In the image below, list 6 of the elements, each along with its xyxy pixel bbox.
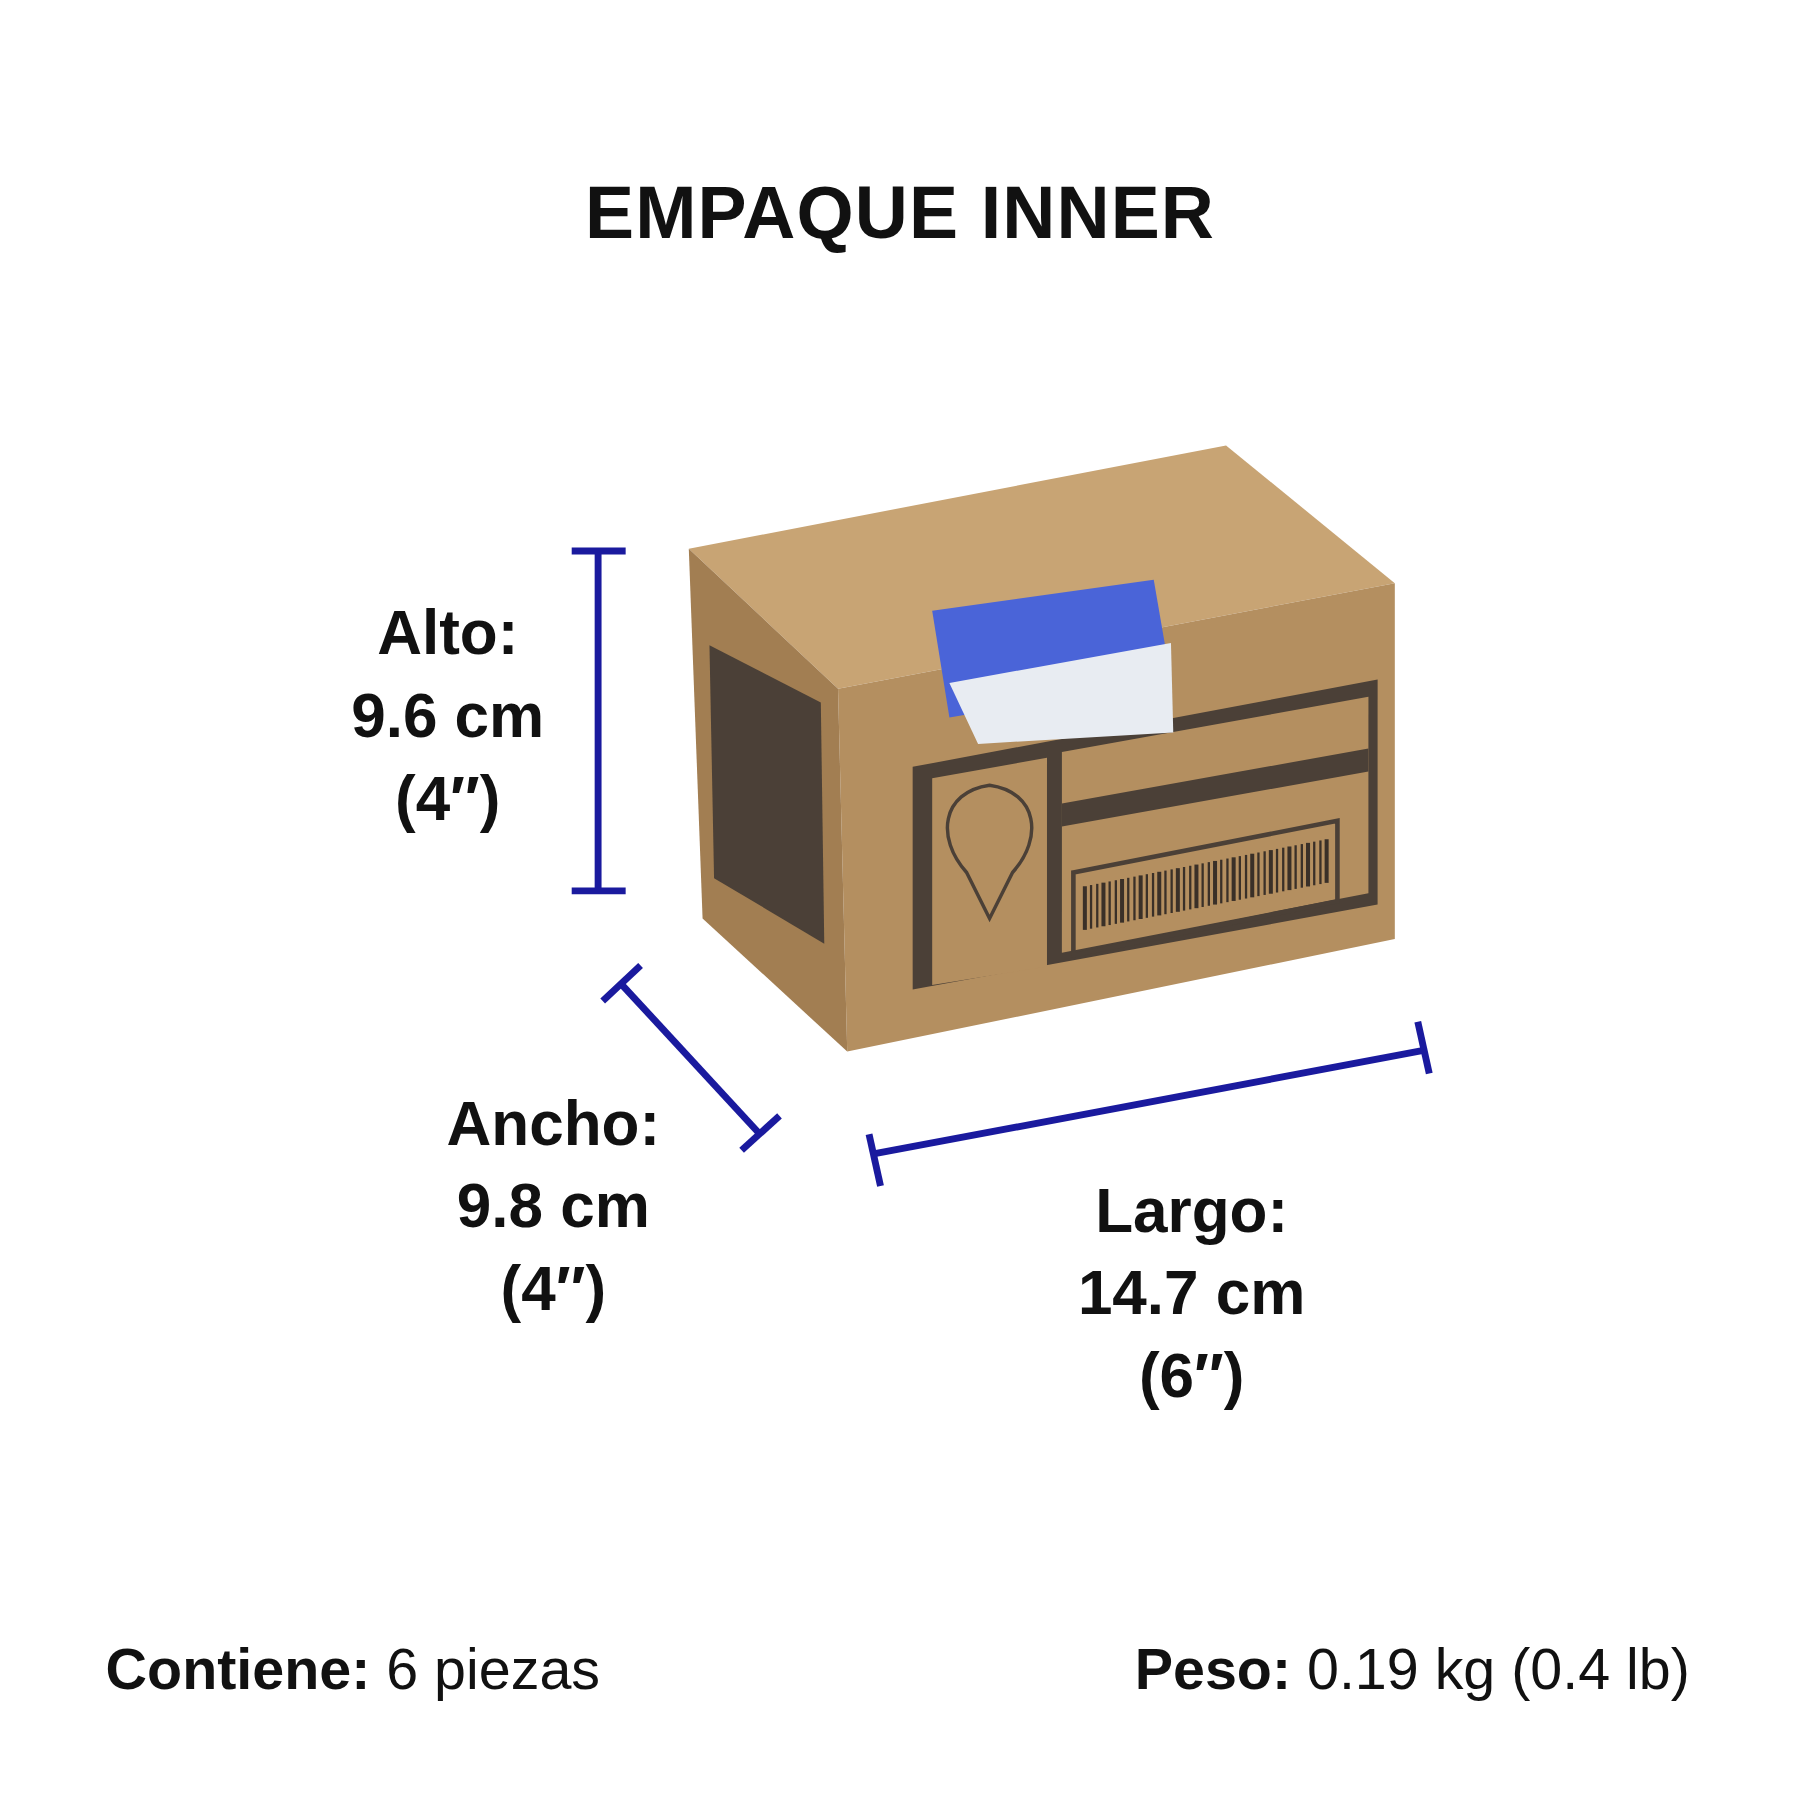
dimension-label: Largo: 14.7 cm (6″)	[1076, 1174, 1307, 1412]
dimension-label: Ancho: 9.8 cm (4″)	[445, 1087, 662, 1325]
contents-note: Contiene: 6 piezas	[105, 1636, 601, 1703]
dimension-label: Alto: 9.6 cm (4″)	[350, 597, 546, 835]
title: EMPAQUE INNER	[584, 170, 1216, 255]
weight-note: Peso: 0.19 kg (0.4 lb)	[1134, 1636, 1690, 1703]
